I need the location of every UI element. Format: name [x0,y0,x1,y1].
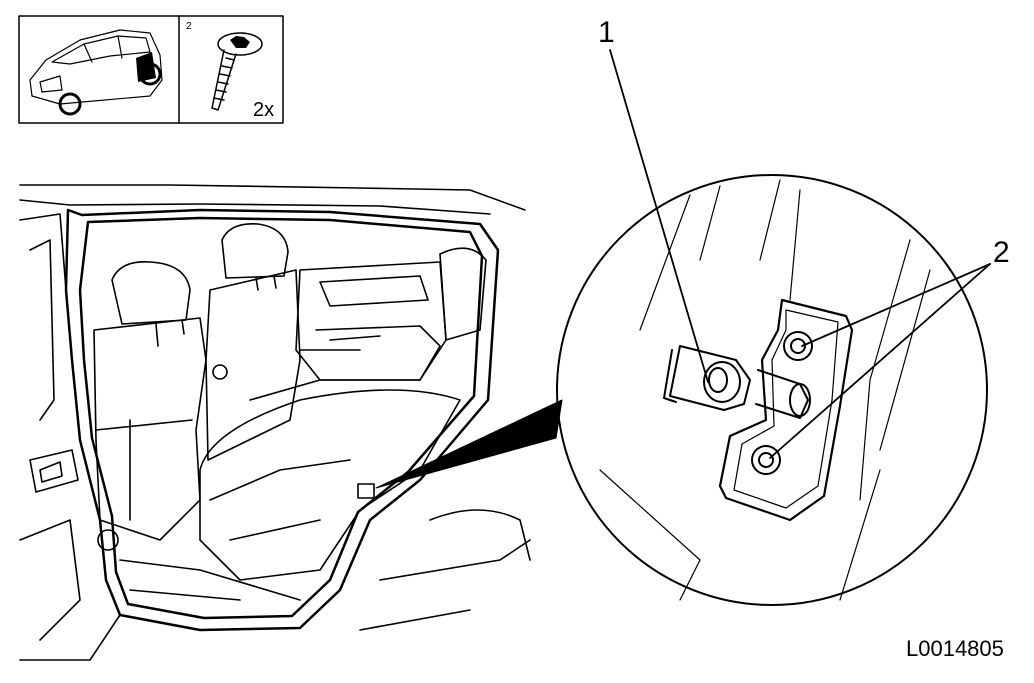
figure-reference-code: L0014805 [906,636,1004,661]
callout-number-2: 2 [993,236,1010,269]
car-interior-view [19,184,531,661]
leader-line-2b [769,263,991,459]
inset-panel [18,15,284,124]
zoom-wedge [375,399,563,489]
callout-number-1: 1 [598,16,615,49]
inset-index-number: 2 [186,21,192,32]
leader-line-1 [609,49,709,383]
leader-lines [609,49,991,459]
inset-car-icon [29,29,163,116]
screw-icon [211,32,263,111]
leader-line-2a [801,263,991,347]
screw-quantity: 2x [253,99,275,121]
detail-magnifier [556,174,988,606]
